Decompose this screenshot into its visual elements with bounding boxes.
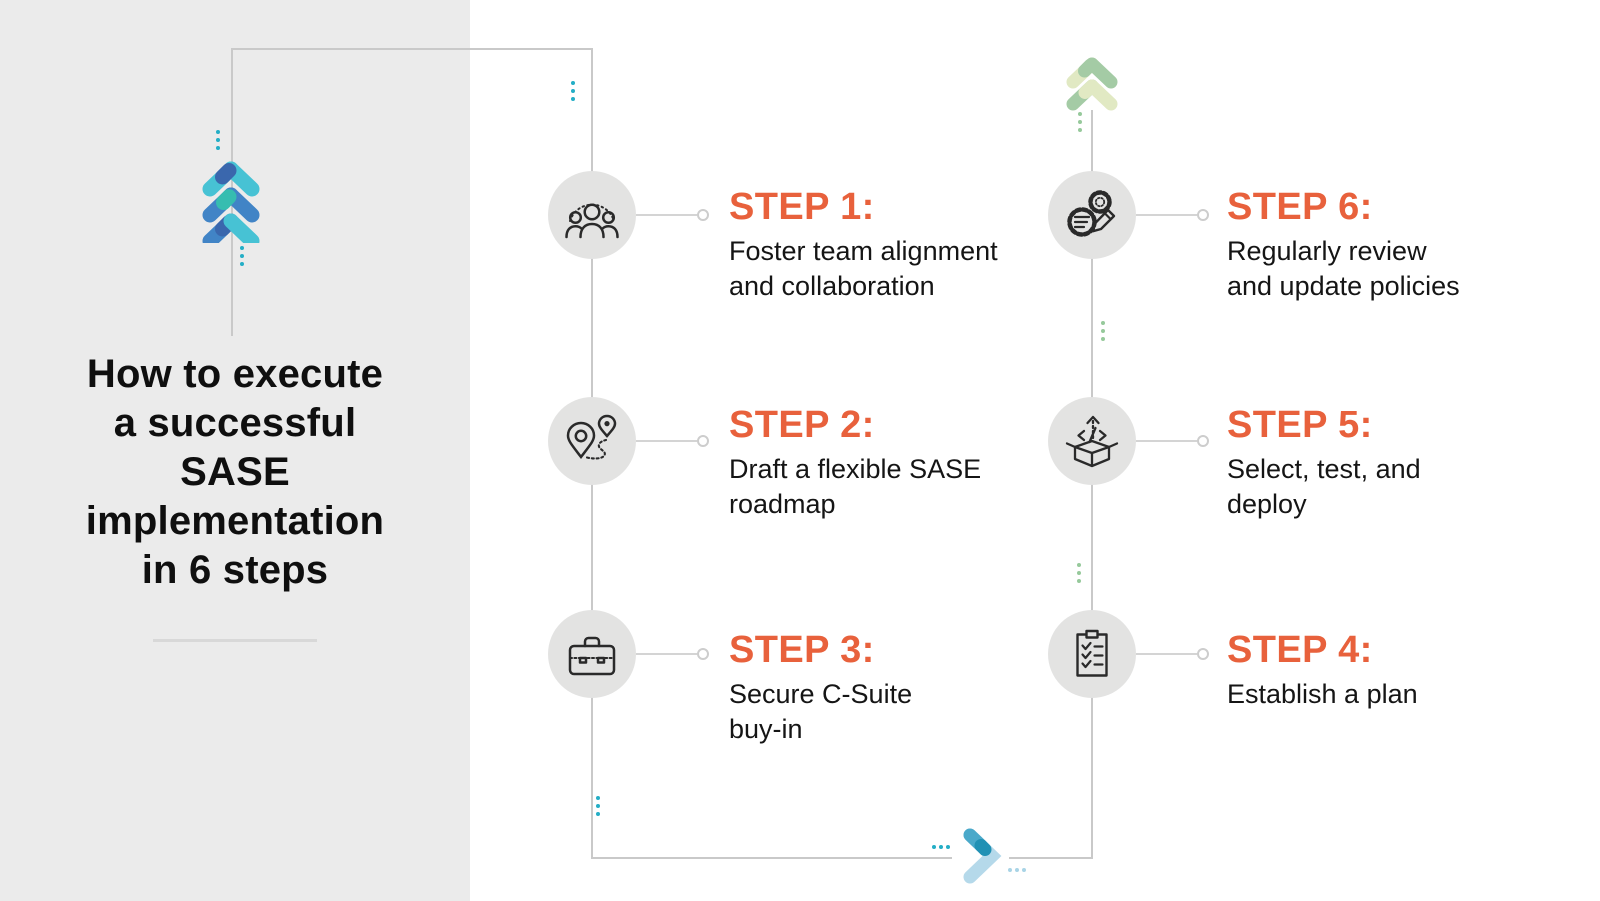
green-dots-step5-step4 — [1077, 563, 1081, 583]
step4-stub-line — [1136, 653, 1197, 655]
teal-dots-below-step3 — [596, 796, 600, 816]
step-5-label: STEP 5: — [1227, 404, 1373, 446]
step5-circle — [1048, 397, 1136, 485]
team-icon — [565, 203, 619, 239]
teal-dots-above-step1 — [571, 81, 575, 101]
step-2-label: STEP 2: — [729, 404, 875, 446]
teal-dots-bottom — [932, 845, 950, 849]
teal-dots-below-chevrons — [240, 246, 244, 266]
step4-circle — [1048, 610, 1136, 698]
step-4-description: Establish a plan — [1227, 679, 1418, 709]
blue-up-chevrons-icon — [201, 155, 261, 243]
green-dots-step6-step5 — [1101, 321, 1105, 341]
title-line: implementation — [85, 499, 385, 543]
bottom-connector-line-left — [591, 857, 961, 859]
light-blue-dots-bottom — [1008, 868, 1026, 872]
step-6: STEP 6: Regularly review and update poli… — [1227, 185, 1460, 304]
step-5: STEP 5: Select, test, and deploy — [1227, 403, 1421, 522]
title-line: How to execute — [86, 352, 384, 396]
step3-connector-ring — [697, 648, 709, 660]
step-4: STEP 4: Establish a plan — [1227, 628, 1418, 712]
step-3-description: Secure C-Suite buy-in — [729, 679, 913, 744]
top-connector-line — [232, 48, 592, 50]
step-1-label: STEP 1: — [729, 186, 875, 228]
step5-stub-line — [1136, 440, 1197, 442]
step3-circle — [548, 610, 636, 698]
briefcase-icon — [568, 636, 616, 676]
step2-stub-line — [636, 440, 697, 442]
route-map-icon — [566, 414, 617, 460]
title-line: a successful — [113, 401, 357, 445]
step6-stub-line — [1136, 214, 1197, 216]
left-panel — [0, 0, 470, 901]
step6-circle — [1048, 171, 1136, 259]
teal-dots-top-left — [216, 130, 220, 150]
step-6-label: STEP 6: — [1227, 186, 1373, 228]
page-title: How to execute a successful SASE impleme… — [18, 350, 452, 595]
step2-connector-ring — [697, 435, 709, 447]
title-line: in 6 steps — [141, 548, 329, 592]
teal-right-chevron-icon — [952, 826, 1008, 886]
step-4-label: STEP 4: — [1227, 629, 1373, 671]
step-1-description: Foster team alignment and collaboration — [729, 236, 998, 301]
step1-circle — [548, 171, 636, 259]
title-line: SASE — [180, 450, 290, 494]
step5-connector-ring — [1197, 435, 1209, 447]
gears-pencil-icon — [1067, 190, 1116, 237]
deploy-box-icon — [1065, 415, 1119, 468]
green-up-chevrons-icon — [1064, 52, 1120, 114]
step3-stub-line — [636, 653, 697, 655]
green-dots-above-step6 — [1078, 112, 1082, 132]
step1-stub-line — [636, 214, 697, 216]
step-5-description: Select, test, and deploy — [1227, 454, 1421, 519]
step1-connector-ring — [697, 209, 709, 221]
step-1: STEP 1: Foster team alignment and collab… — [729, 185, 998, 304]
step6-connector-ring — [1197, 209, 1209, 221]
step-3-label: STEP 3: — [729, 629, 875, 671]
bottom-connector-line-right — [1009, 857, 1093, 859]
step4-connector-ring — [1197, 648, 1209, 660]
checklist-icon — [1076, 629, 1108, 677]
step2-circle — [548, 397, 636, 485]
step-2: STEP 2: Draft a flexible SASE roadmap — [729, 403, 981, 522]
step-6-description: Regularly review and update policies — [1227, 236, 1460, 301]
step-2-description: Draft a flexible SASE roadmap — [729, 454, 982, 519]
step-3: STEP 3: Secure C-Suite buy-in — [729, 628, 912, 747]
title-divider — [153, 639, 317, 642]
